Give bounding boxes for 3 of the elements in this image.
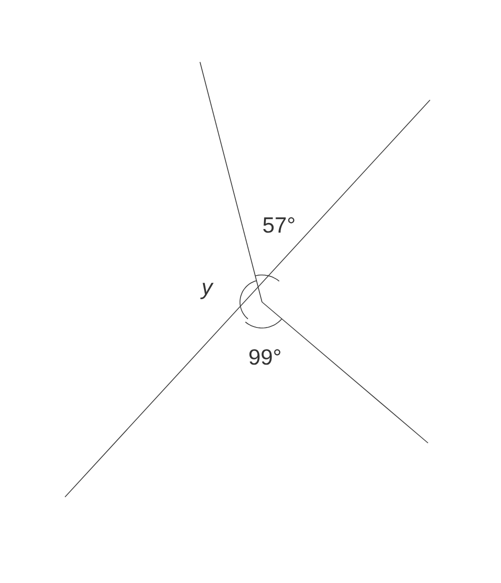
angle-label: 99° [249, 349, 280, 365]
angle-label: 57° [263, 217, 294, 233]
angle-label: y [200, 282, 214, 300]
